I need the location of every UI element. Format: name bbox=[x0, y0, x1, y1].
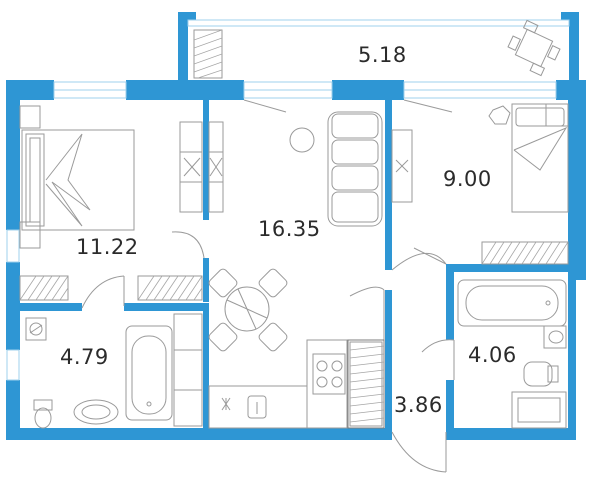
bedroom-2-furniture bbox=[391, 103, 569, 271]
bedroom-1-furniture bbox=[19, 105, 205, 309]
area-label-living: 16.35 bbox=[258, 217, 321, 241]
area-label-bedroom-1: 11.22 bbox=[76, 235, 139, 259]
balcony-doors bbox=[243, 99, 453, 113]
area-label-bathroom-1: 4.79 bbox=[60, 345, 109, 369]
bathroom-1-fixtures bbox=[25, 313, 203, 429]
balcony-furniture bbox=[193, 19, 561, 79]
walls bbox=[6, 12, 586, 440]
bathroom-2-fixtures bbox=[457, 279, 567, 429]
living-furniture bbox=[208, 111, 385, 429]
area-label-balcony: 5.18 bbox=[358, 43, 407, 67]
area-label-hallway: 3.86 bbox=[394, 393, 443, 417]
windows bbox=[6, 19, 570, 381]
area-labels: 5.18 11.22 16.35 9.00 4.79 3.86 4.06 bbox=[60, 43, 517, 417]
hallway-fixtures bbox=[347, 339, 455, 473]
area-label-bathroom-2: 4.06 bbox=[468, 343, 517, 367]
area-label-bedroom-2: 9.00 bbox=[443, 167, 492, 191]
